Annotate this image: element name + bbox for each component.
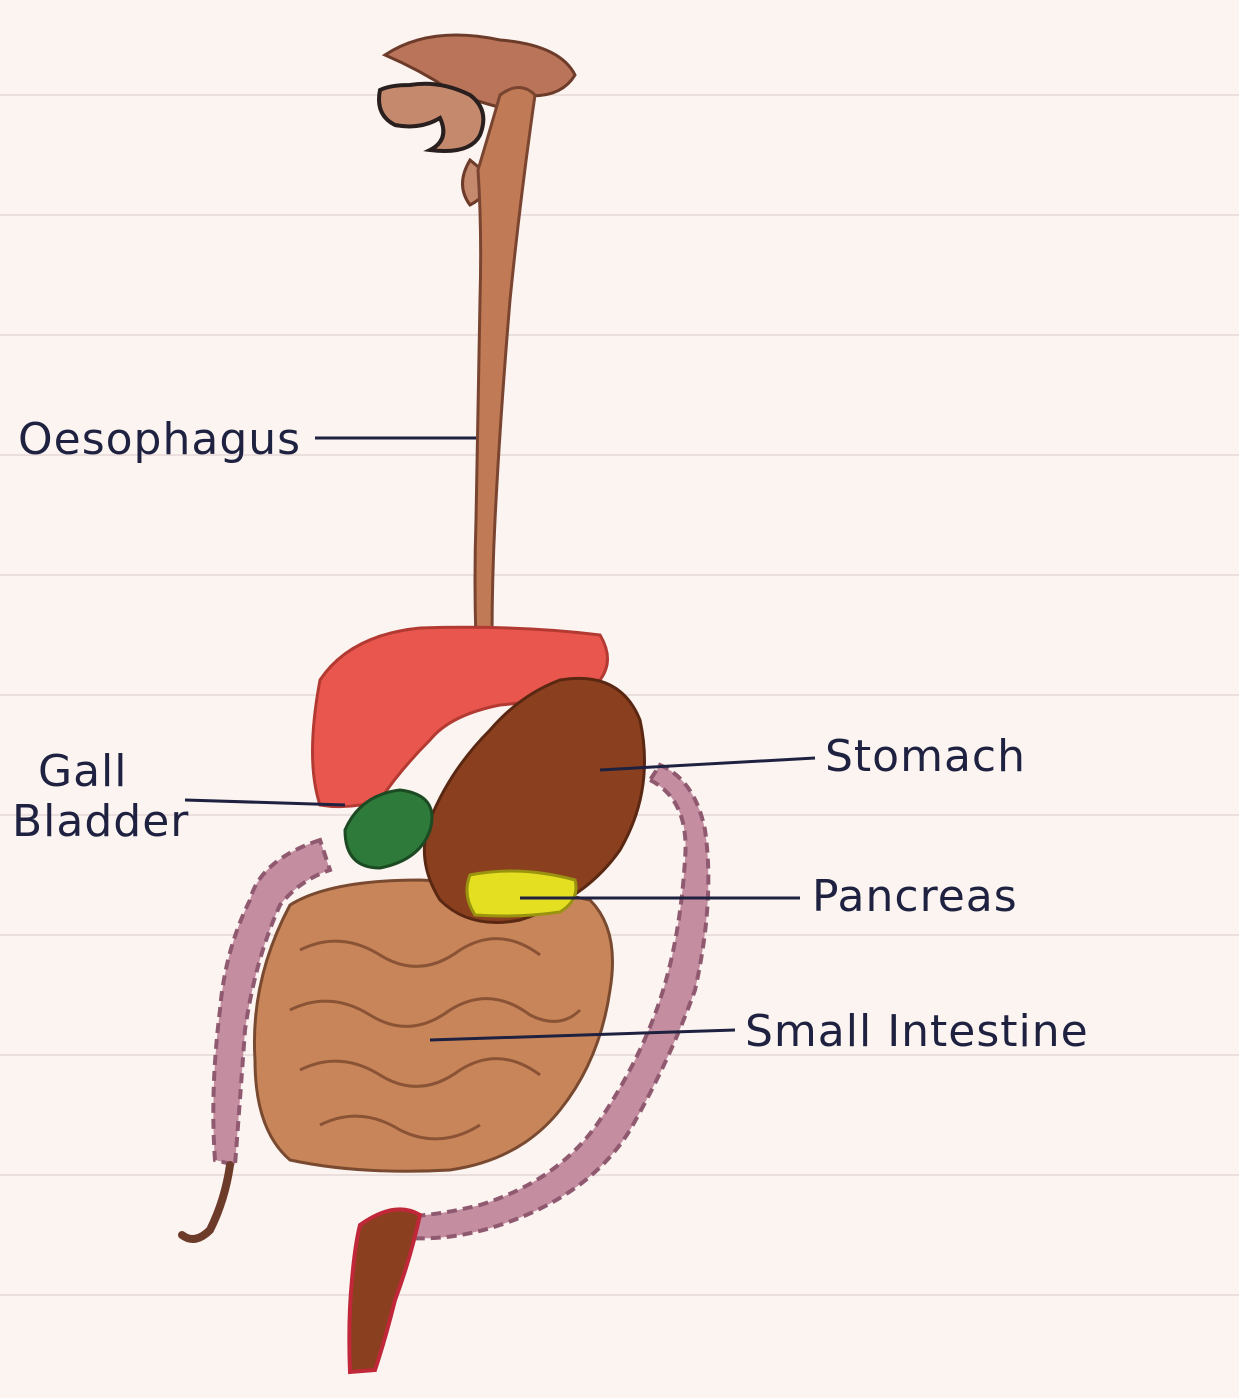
small-intestine-mass (254, 880, 612, 1171)
label-pancreas: Pancreas (812, 875, 1018, 919)
label-small-intestine: Small Intestine (745, 1010, 1089, 1054)
rectum (349, 1209, 420, 1372)
pancreas (467, 871, 576, 916)
label-oesophagus: Oesophagus (18, 418, 301, 462)
mouth-pharynx (379, 35, 575, 205)
label-gall-bladder-line1: Gall (38, 750, 128, 794)
appendix (182, 1165, 230, 1239)
label-gall-bladder-line2: Bladder (12, 800, 189, 844)
label-stomach: Stomach (825, 735, 1026, 779)
oesophagus-tube (475, 88, 535, 641)
